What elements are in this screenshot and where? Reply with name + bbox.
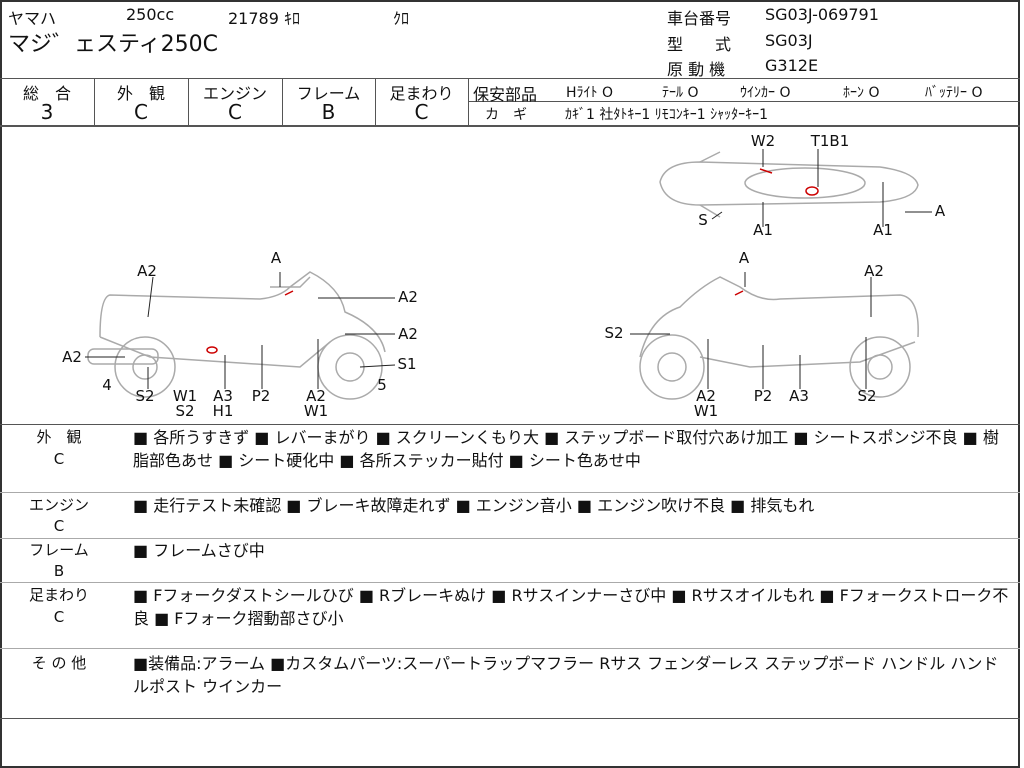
grade-label-frame: フレーム <box>296 84 361 103</box>
label-a1: A1 <box>753 221 773 239</box>
label-a: A <box>270 249 282 267</box>
mileage: 21789 ｷﾛ <box>228 9 300 28</box>
scooter-left-view <box>87 271 386 400</box>
note-text-suspension: ■ Fフォークダストシールひび ■ Rブレーキぬけ ■ Rサスインナーさび中 ■… <box>133 586 1009 628</box>
label-p2: P2 <box>251 387 271 405</box>
note-text-frame: ■ フレームさび中 <box>133 541 265 560</box>
type-label: 型 式 <box>667 35 732 54</box>
note-head-frame: フレーム <box>29 541 89 559</box>
note-grade-exterior: C <box>53 450 65 468</box>
damage-diagram <box>85 149 932 400</box>
safety-tail: ﾃｰﾙ O <box>662 85 699 101</box>
engine: G312E <box>765 56 819 75</box>
divider <box>94 78 95 125</box>
note-head-exterior: 外 観 <box>36 428 82 446</box>
safety-winker: ｳｲﾝｶｰ O <box>740 85 791 101</box>
label-s2: S2 <box>604 324 624 342</box>
note-text-exterior: ■ 各所うすきず ■ レバーまがり ■ スクリーンくもり大 ■ ステップボード取… <box>133 428 999 470</box>
scooter-right-view <box>639 276 919 400</box>
engine-label: 原 動 機 <box>667 60 726 79</box>
label-a2: A2 <box>137 262 157 280</box>
note-head-other: そ の 他 <box>31 654 87 672</box>
label-p2: P2 <box>753 387 773 405</box>
divider <box>0 648 1020 649</box>
label-w2: W2 <box>750 132 776 150</box>
safety-battery: ﾊﾞｯﾃﾘｰ O <box>925 85 983 101</box>
grade-value-suspension: C <box>414 100 429 124</box>
label-a: A <box>738 249 750 267</box>
divider <box>0 718 1020 719</box>
label-5: 5 <box>377 376 387 394</box>
keys-label: カ ギ <box>485 107 527 123</box>
label-s2: S2 <box>175 402 195 420</box>
label-a2: A2 <box>696 387 716 405</box>
grade-label-engine: エンジン <box>202 84 267 103</box>
label-w1: W1 <box>303 402 329 420</box>
label-s: S <box>698 211 708 229</box>
safety-headlight: Hﾗｲﾄ O <box>566 85 613 101</box>
label-a2: A2 <box>62 348 82 366</box>
label-t1b1: T1B1 <box>810 132 850 150</box>
label-s2: S2 <box>857 387 877 405</box>
note-text-engine: ■ 走行テスト未確認 ■ ブレーキ故障走れず ■ エンジン音小 ■ エンジン吹け… <box>133 496 815 515</box>
safety-label: 保安部品 <box>473 85 538 104</box>
model-name: マジ゛ェスティ250C <box>8 32 219 57</box>
frame-no-label: 車台番号 <box>667 9 732 28</box>
divider <box>282 78 283 125</box>
divider <box>188 78 189 125</box>
grade-value-exterior: C <box>134 100 148 124</box>
divider <box>468 101 1020 102</box>
divider <box>375 78 376 125</box>
frame-no: SG03J-069791 <box>765 5 879 24</box>
label-h1: H1 <box>212 402 234 420</box>
label-a2: A2 <box>864 262 884 280</box>
label-a3: A3 <box>213 387 233 405</box>
grade-label-suspension: 足まわり <box>389 84 454 103</box>
note-head-engine: エンジン <box>28 496 89 514</box>
grade-label-exterior: 外 観 <box>116 84 165 103</box>
note-grade-frame: B <box>53 562 65 580</box>
divider <box>0 424 1020 425</box>
label-a: A <box>934 202 946 220</box>
note-grade-engine: C <box>53 517 65 535</box>
grade-value-engine: C <box>228 100 242 124</box>
label-4: 4 <box>102 376 112 394</box>
grade-value-frame: B <box>321 100 336 124</box>
type: SG03J <box>765 31 813 50</box>
label-w1: W1 <box>172 387 198 405</box>
note-head-suspension: 足まわり <box>28 586 89 604</box>
label-w1: W1 <box>693 402 719 420</box>
safety-horn: ﾎｰﾝ O <box>843 85 880 101</box>
scooter-top-view <box>659 151 919 218</box>
divider <box>0 78 1020 79</box>
label-a2: A2 <box>398 325 418 343</box>
note-grade-suspension: C <box>53 608 65 626</box>
divider <box>0 125 1020 127</box>
color: ｸﾛ <box>393 9 410 28</box>
displacement: 250cc <box>126 5 175 24</box>
label-a2: A2 <box>398 288 418 306</box>
label-a2: A2 <box>306 387 326 405</box>
grade-label-overall: 総 合 <box>22 84 71 103</box>
divider <box>0 538 1020 539</box>
grade-value-overall: 3 <box>40 100 54 124</box>
divider <box>0 492 1020 493</box>
label-a3: A3 <box>789 387 809 405</box>
label-a1: A1 <box>873 221 893 239</box>
divider <box>0 582 1020 583</box>
divider <box>468 78 469 125</box>
label-s1: S1 <box>397 355 417 373</box>
keys-value: ｶｷﾞ1 社ﾀﾄｷｰ1 ﾘﾓｺﾝｷｰ1 ｼｬｯﾀｰｷｰ1 <box>565 107 768 123</box>
maker: ヤマハ <box>8 9 57 28</box>
note-text-other: ■装備品:アラーム ■カスタムパーツ:スーパートラップマフラー Rサス フェンダ… <box>133 654 999 696</box>
label-s2: S2 <box>135 387 155 405</box>
